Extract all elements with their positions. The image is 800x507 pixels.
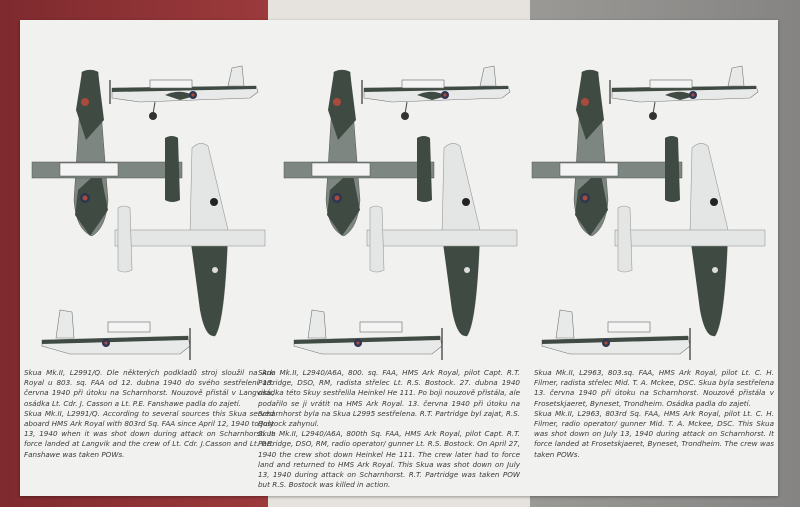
top-view — [283, 69, 435, 237]
side-view-starboard — [609, 65, 759, 120]
caption-czech: Skua Mk.II, L2963, 803.sq. FAA, HMS Ark … — [534, 368, 774, 408]
top-view — [531, 69, 683, 237]
caption-english: Skua Mk.II, L2940/A6A, 800th Sq. FAA, HM… — [258, 429, 520, 490]
caption-english: Skua Mk.II, L2991/Q. According to severa… — [24, 408, 274, 459]
caption-english: Skua Mk.II, L2963, 803rd Sq. FAA, HMS Ar… — [534, 408, 774, 459]
caption-3: Skua Mk.II, L2963, 803.sq. FAA, HMS Ark … — [534, 368, 774, 460]
caption-2: Skua Mk.II, L2940/A6A, 800. sq. FAA, HMS… — [258, 368, 520, 490]
underside-view — [614, 143, 766, 337]
underside-view — [366, 143, 518, 337]
caption-1: Skua Mk.II, L2991/Q. Dle některých podkl… — [24, 368, 274, 460]
side-view-starboard — [361, 65, 511, 120]
caption-czech: Skua Mk.II, L2991/Q. Dle některých podkl… — [24, 368, 274, 408]
profile-column-2 — [272, 40, 532, 360]
caption-czech: Skua Mk.II, L2940/A6A, 800. sq. FAA, HMS… — [258, 368, 520, 429]
side-view-port — [293, 309, 443, 360]
color-profiles-panel: Skua Mk.II, L2991/Q. Dle některých podkl… — [20, 20, 778, 496]
profile-column-1 — [20, 40, 280, 360]
top-view — [31, 69, 183, 237]
underside-view — [114, 143, 266, 337]
side-view-port — [41, 309, 191, 360]
profile-column-3 — [520, 40, 780, 360]
side-view-port — [541, 309, 691, 360]
side-view-starboard — [109, 65, 259, 120]
